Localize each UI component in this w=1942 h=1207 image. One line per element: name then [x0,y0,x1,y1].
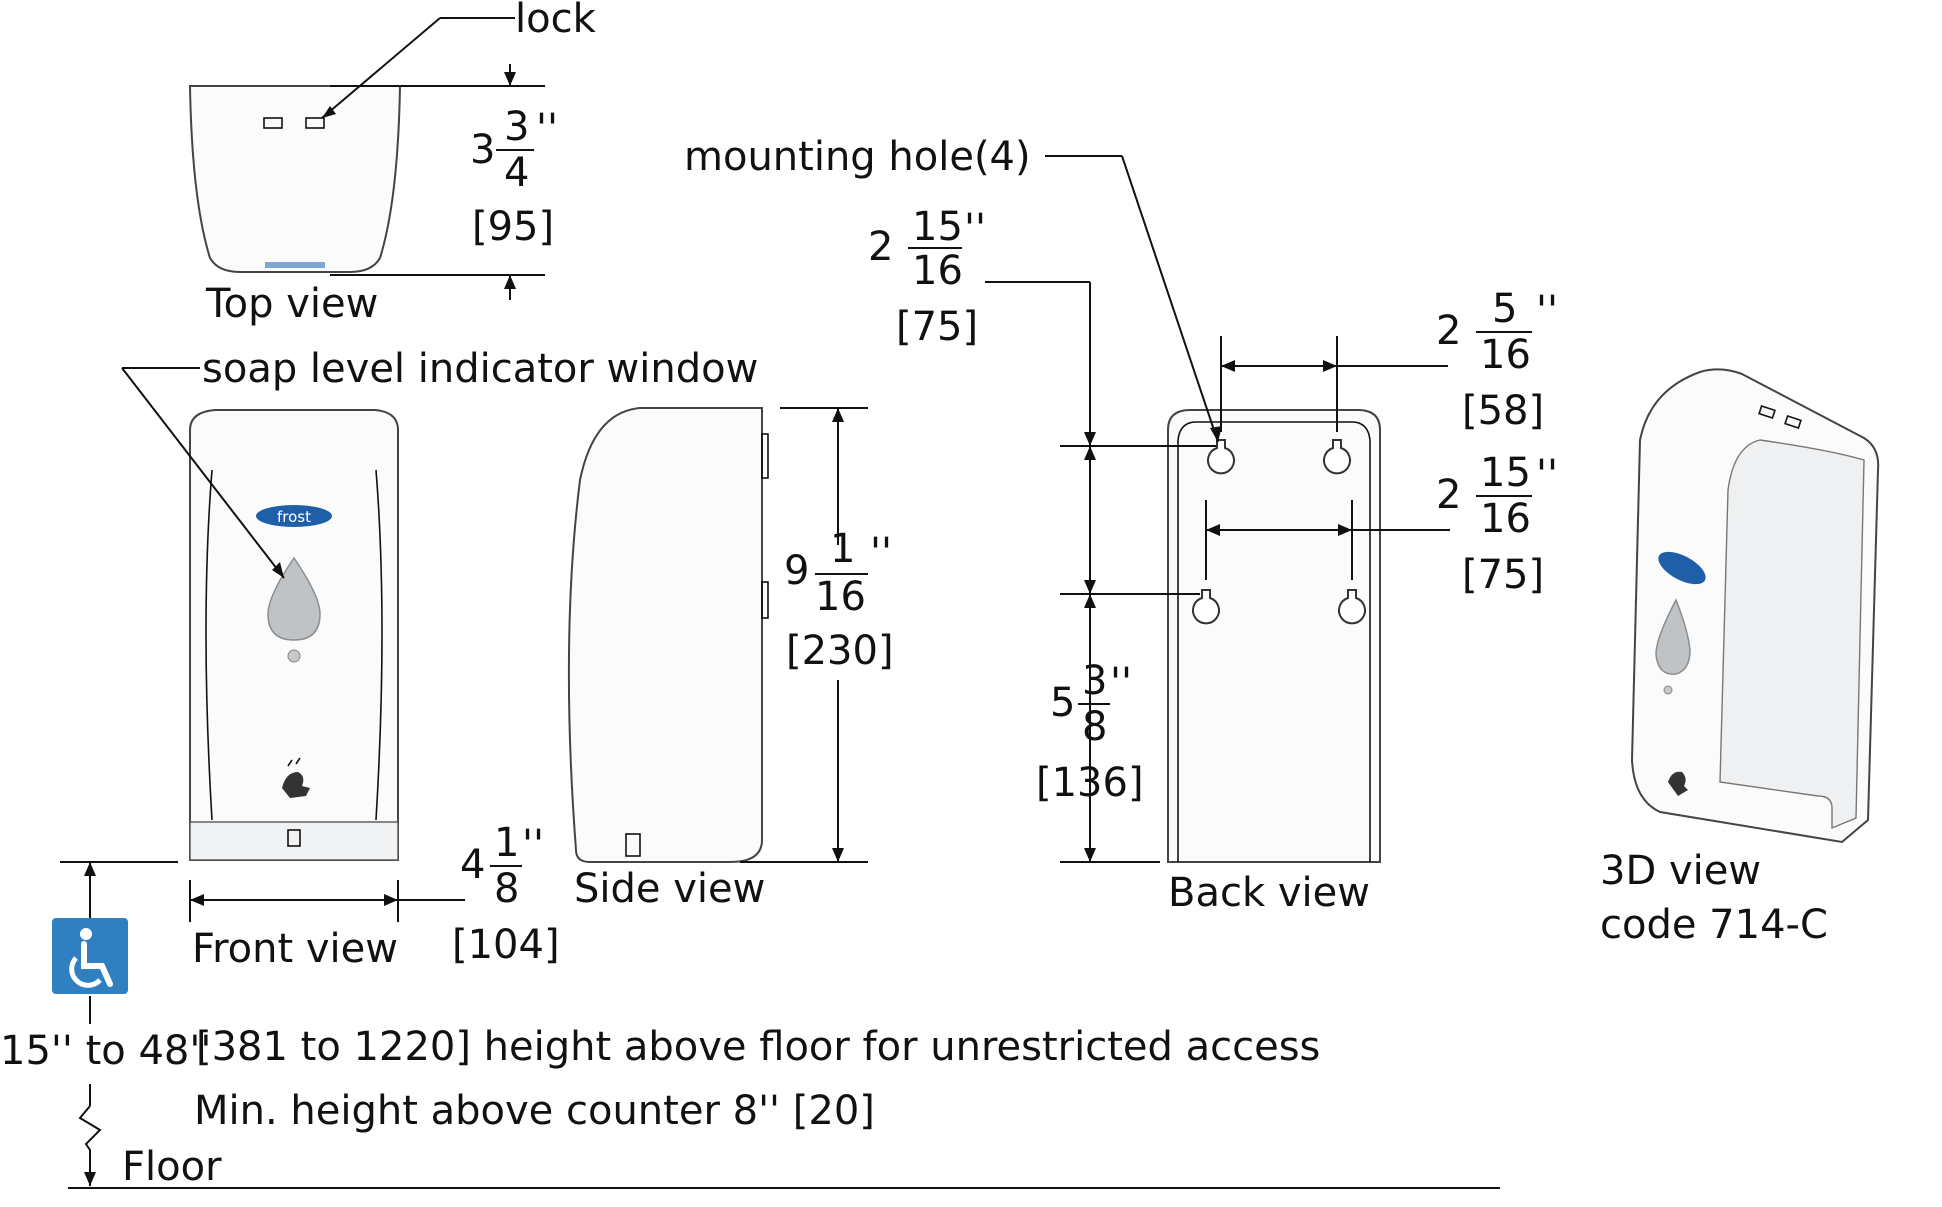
bottom-hole-mm: [136] [1036,760,1144,806]
bottom-hole-num: 3 [1082,658,1107,704]
lock-callout [321,17,515,119]
top-hole-mm: [75] [896,304,978,350]
wheelchair-icon [52,918,128,994]
upper-spacing-den: 16 [1480,332,1531,378]
hand-sensor-icon [282,757,310,798]
depth-whole: 3 [470,127,495,173]
lower-spacing-inch: '' [1536,452,1558,498]
upper-spacing-inch: '' [1536,288,1558,334]
upper-spacing-whole: 2 [1436,308,1461,354]
floor-label: Floor [122,1144,222,1190]
frost-logo [256,505,332,527]
top-view [188,85,402,273]
hole-vertical-dimensions [985,281,1216,863]
lower-spacing-value: 2 15 16 '' [75] [1436,450,1558,598]
depth-inch: '' [536,106,558,152]
front-view: frost [189,409,399,861]
width-mm: [104] [452,922,560,968]
top-view-label: Top view [205,281,378,327]
side-view-label: Side view [574,866,765,912]
top-hole-whole: 2 [868,224,893,270]
height-value: 9 1 16 '' [230] [784,526,894,674]
bottom-hole-den: 8 [1082,704,1107,750]
lock-slot-right [305,117,325,129]
floor-height-dimension [60,861,1500,1189]
lower-spacing-mm: [75] [1462,552,1544,598]
back-view [1167,409,1381,863]
front-view-label: Front view [192,926,398,972]
bottom-hole-value: 5 3 8 '' [136] [1036,658,1144,806]
mounting-hole-callout [1045,155,1222,443]
height-dimension [740,407,868,863]
upper-spacing-mm: [58] [1462,388,1544,434]
lock-slot-left [263,117,283,129]
top-hole-den: 16 [912,248,963,294]
height-den: 16 [815,574,866,620]
unrestricted-note: [381 to 1220] height above floor for unr… [196,1024,1320,1070]
depth-mm: [95] [472,204,554,250]
side-view [567,407,769,863]
back-view-label: Back view [1168,870,1370,916]
bottom-hole-whole: 5 [1050,680,1075,726]
iso-view-label-1: 3D view [1600,848,1761,894]
front-brand: frost [277,508,311,526]
height-inch: '' [870,530,892,576]
width-num: 1 [494,820,519,866]
height-num: 1 [830,526,855,572]
range-label: 15'' to 48'' [0,1028,211,1074]
soap-callout [121,367,285,579]
depth-dimension [330,64,545,300]
depth-den: 4 [504,150,529,196]
depth-value: 3 3 4 '' [95] [470,104,558,250]
iso-view [1630,368,1880,844]
mounting-hole-label: mounting hole(4) [684,134,1031,180]
top-hole-inch: '' [964,206,986,252]
lock-label: lock [515,0,597,42]
bottom-hole-inch: '' [1110,660,1132,706]
soap-window-label: soap level indicator window [202,346,758,392]
depth-num: 3 [504,104,529,150]
lower-spacing-num: 15 [1480,450,1531,496]
top-hole-value: 2 15 16 '' [75] [868,204,986,350]
lower-spacing-den: 16 [1480,496,1531,542]
width-value: 4 1 8 '' [104] [452,820,560,968]
mounting-holes [1192,439,1366,625]
hole-horizontal-dimensions [1205,336,1450,580]
frost-logo-iso [1658,551,1706,585]
soap-window [267,556,321,641]
iso-view-label-2: code 714-C [1600,902,1828,948]
width-dimension [189,880,465,922]
upper-spacing-value: 2 5 16 '' [58] [1436,286,1558,434]
height-whole: 9 [784,548,809,594]
width-den: 8 [494,866,519,912]
min-counter-note: Min. height above counter 8'' [20] [194,1088,875,1134]
lower-spacing-whole: 2 [1436,472,1461,518]
width-whole: 4 [460,842,485,888]
width-inch: '' [522,822,544,868]
upper-spacing-num: 5 [1492,286,1517,332]
height-mm: [230] [786,628,894,674]
top-hole-num: 15 [912,204,963,250]
